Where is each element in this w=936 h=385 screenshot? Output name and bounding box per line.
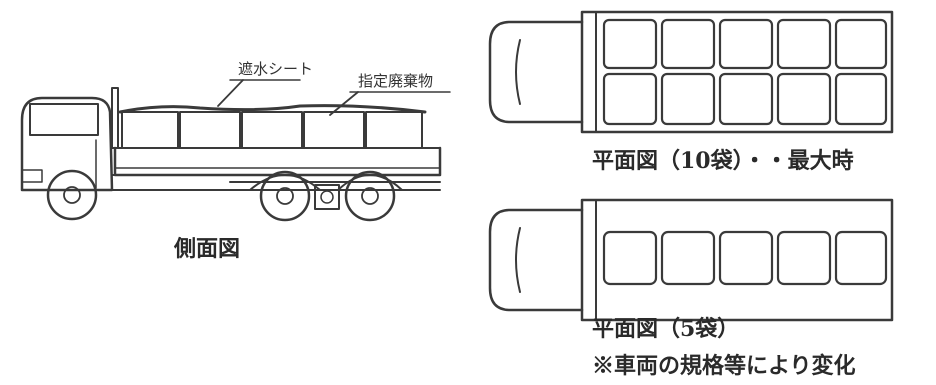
axle-box: [314, 184, 340, 210]
rear-wheel-1-hub: [276, 187, 294, 205]
waste-leader-line: [329, 91, 359, 116]
rear-wheel-2: [344, 170, 396, 222]
cab-window: [29, 103, 99, 136]
axle-box-hub: [320, 190, 334, 204]
plan-bag: [834, 72, 888, 126]
side-bag: [365, 111, 423, 149]
plan-bag: [718, 18, 774, 70]
plan-bag: [602, 18, 658, 70]
plan-bag: [660, 18, 716, 70]
front-wheel-hub: [63, 186, 81, 204]
plan-bags-single-row: [602, 230, 888, 286]
side-view-caption: 側面図: [174, 236, 241, 262]
side-bag: [303, 111, 365, 149]
plan-bags-top-row: [602, 18, 888, 70]
plan-bag: [834, 230, 888, 286]
side-bag: [121, 111, 179, 149]
plan-bag: [660, 230, 716, 286]
cab-step: [21, 169, 43, 183]
plan-bag: [602, 72, 658, 126]
exhaust-stack: [111, 87, 119, 149]
rear-wheel-1: [259, 170, 311, 222]
plan-bags-bottom-row: [602, 72, 888, 126]
plan-bag: [776, 72, 832, 126]
side-view-truck: [20, 79, 451, 222]
plan-bag: [718, 230, 774, 286]
plan-view-10-caption: 平面図（10袋）・・最大時: [592, 148, 854, 174]
plan-bag: [776, 18, 832, 70]
plan-bag: [834, 18, 888, 70]
side-bag: [241, 111, 303, 149]
plan-view-5-caption: 平面図（5袋）: [592, 316, 740, 342]
cargo-bed: [113, 146, 442, 177]
designated-waste-label: 指定廃棄物: [358, 72, 434, 90]
tarp-label: 遮水シート: [238, 60, 314, 78]
tarp-leader-line: [217, 79, 244, 107]
rear-fender: [249, 174, 403, 191]
plan-bed: [580, 198, 894, 322]
front-wheel: [46, 169, 98, 221]
side-bag: [179, 111, 241, 149]
side-bags: [121, 111, 423, 149]
plan-bag: [602, 230, 658, 286]
waterproof-tarp: [118, 104, 427, 114]
plan-view-10: [488, 10, 894, 134]
vehicle-spec-note: ※車両の規格等により変化: [592, 353, 856, 379]
plan-cab-detail: [515, 39, 521, 105]
plan-bed: [580, 10, 894, 134]
plan-cab: [488, 208, 584, 312]
plan-cab-detail: [515, 227, 521, 293]
plan-cab: [488, 20, 584, 124]
truck-cab: [20, 96, 114, 192]
plan-bag: [776, 230, 832, 286]
rear-wheel-2-hub: [361, 187, 379, 205]
plan-view-5: [488, 198, 894, 322]
plan-bag: [660, 72, 716, 126]
plan-bag: [718, 72, 774, 126]
